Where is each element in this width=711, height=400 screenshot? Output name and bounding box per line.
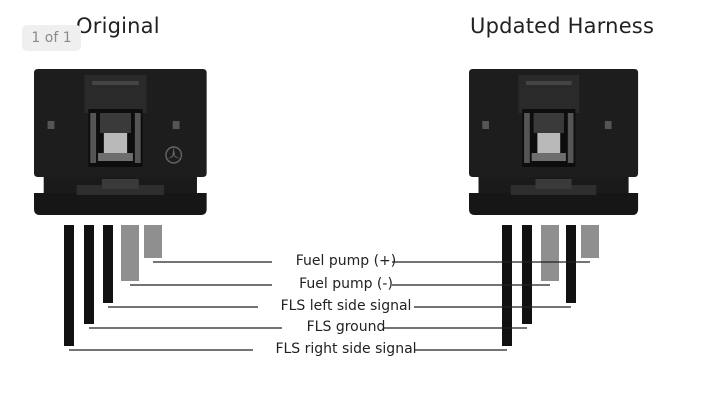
original-wire-fls-right [64,225,74,346]
page-indicator[interactable]: 1 of 1 [22,25,81,51]
original-wire-pump-neg [121,225,139,281]
label-fls-left-side-signal: FLS left side signal [280,298,412,314]
title-updated-harness: Updated Harness [470,14,655,38]
label-fuel-pump-negative: Fuel pump (-) [299,276,393,292]
label-fls-ground: FLS ground [306,319,386,335]
logo-star-icon [165,146,183,164]
updated-wire-pump-pos [581,225,599,258]
updated-connector [469,69,639,215]
updated-wire-fls-ground [522,225,532,324]
updated-wire-pump-neg [541,225,559,281]
updated-wire-fls-left [566,225,576,303]
label-fls-right-side-signal: FLS right side signal [275,341,417,357]
original-wire-pump-pos [144,225,162,258]
original-connector [34,69,207,215]
original-wire-fls-left [103,225,113,303]
leader-lines [69,261,590,351]
label-fuel-pump-positive: Fuel pump (+) [295,253,397,269]
original-wires [64,225,162,346]
title-original: Original [76,14,160,38]
original-wire-fls-ground [84,225,94,324]
